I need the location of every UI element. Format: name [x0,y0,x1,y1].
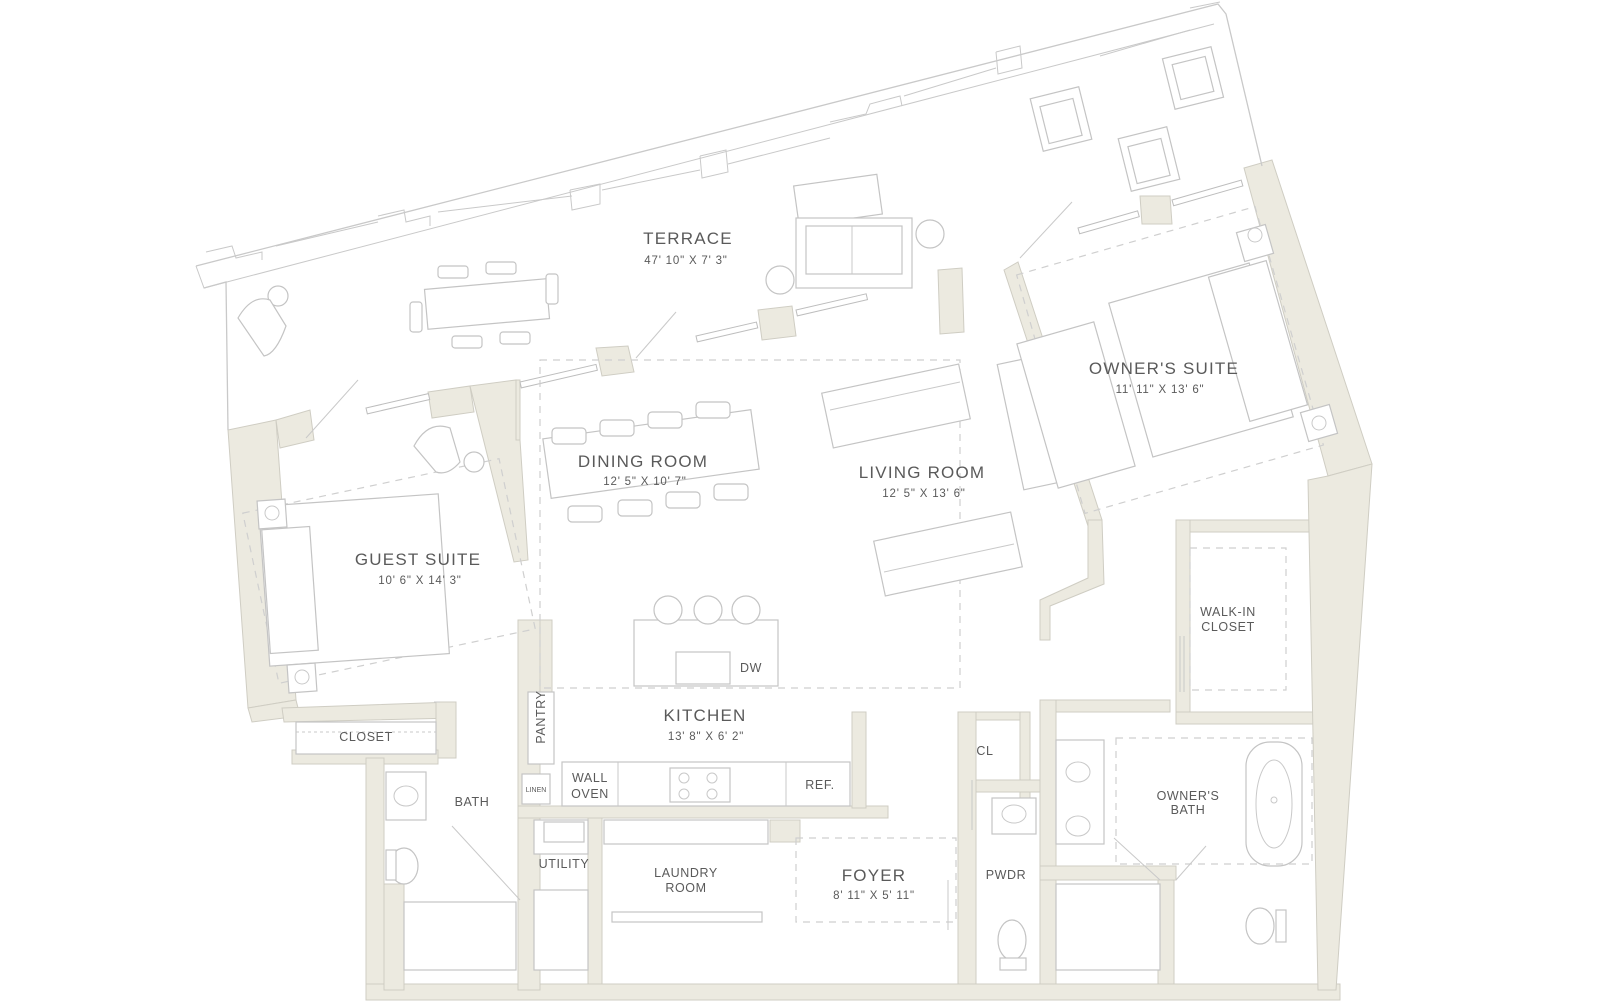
closet-label: CLOSET [339,730,393,744]
room-labels: TERRACE 47' 10" X 7' 3" DINING ROOM 12' … [339,229,1256,902]
owners-suite-name: OWNER'S SUITE [1089,359,1239,378]
living-name: LIVING ROOM [859,463,986,482]
utility-label: UTILITY [539,857,590,871]
laundry-room-line1: LAUNDRY [654,866,718,880]
terrace-outline [195,1,1263,439]
owners-suite-dim: 11' 11" X 13' 6" [1116,384,1205,396]
terrace-dim: 47' 10" X 7' 3" [644,255,727,267]
walk-in-closet-line2: CLOSET [1201,620,1255,634]
utility-laundry [533,819,769,971]
dining-furniture [539,359,961,689]
linen-label: LINEN [526,787,547,794]
terrace-furniture [237,45,1225,357]
foyer-dim: 8' 11" X 5' 11" [833,890,915,902]
wall-oven-line2: OVEN [571,787,609,801]
ref-label: REF. [805,778,835,792]
kitchen-name: KITCHEN [663,706,746,725]
guest-suite-name: GUEST SUITE [355,550,481,569]
bath-label: BATH [455,795,490,809]
powder-room [991,797,1037,971]
guest-bath [385,701,521,971]
owners-bath-fixtures [1055,737,1313,971]
foyer [795,780,973,930]
terrace-name: TERRACE [643,229,733,248]
living-dim: 12' 5" X 13' 6" [882,488,965,500]
wall-oven-line1: WALL [572,771,608,785]
pantry-label: PANTRY [534,690,548,743]
cl-label: CL [976,744,993,758]
walk-in-closet-line1: WALK-IN [1200,605,1256,619]
laundry-room-line2: ROOM [665,881,706,895]
pwdr-label: PWDR [986,868,1027,882]
foyer-name: FOYER [842,866,907,885]
owners-suite-furniture [1015,205,1339,515]
guest-suite-furniture [242,425,536,694]
kitchen-dim: 13' 8" X 6' 2" [668,731,744,743]
dining-dim: 12' 5" X 10' 7" [603,476,686,488]
dining-name: DINING ROOM [578,452,708,471]
dw-label: DW [740,661,762,675]
kitchen-fixtures [521,595,851,807]
closets [295,547,1287,755]
guest-suite-dim: 10' 6" X 14' 3" [378,575,461,587]
owners-bath-line2: BATH [1171,803,1206,817]
owners-bath-line1: OWNER'S [1157,789,1220,803]
